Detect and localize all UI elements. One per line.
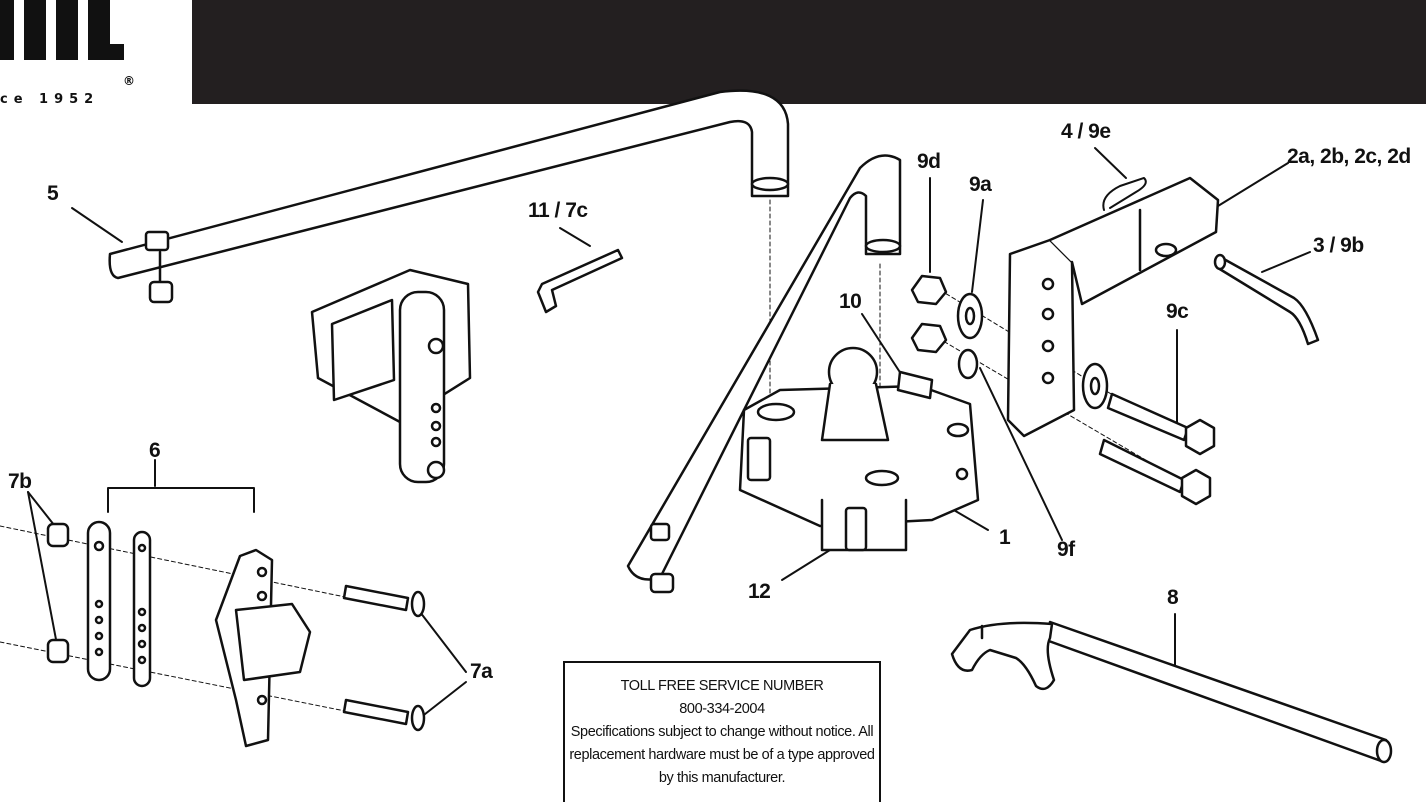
spring-bar-left: [108, 89, 790, 304]
spring-clip: [1102, 177, 1147, 211]
notice-line-2: replacement hardware must be of a type a…: [569, 747, 875, 763]
notice-phone: 800-334-2004: [679, 701, 765, 717]
spacer-plates: [86, 520, 152, 688]
lift-bar: [950, 620, 1393, 764]
callout-1: 1: [999, 526, 1011, 549]
notice-line-1: Specifications subject to change without…: [570, 724, 874, 740]
notice-line-3: by this manufacturer.: [658, 770, 786, 786]
callout-2a-2d: 2a, 2b, 2c, 2d: [1287, 145, 1411, 168]
callout-11-7c: 11 / 7c: [528, 199, 588, 222]
callout-3-9b: 3 / 9b: [1313, 234, 1364, 257]
registered-mark: ®: [123, 74, 135, 88]
callout-9f: 9f: [1057, 538, 1075, 561]
washers: [956, 292, 1109, 410]
hex-wrench: [536, 248, 624, 314]
hex-nuts: [910, 274, 948, 354]
hitch-pin: [1213, 253, 1320, 346]
assembled-head-view: [310, 268, 472, 484]
callout-6: 6: [149, 439, 161, 462]
header-banner: [192, 0, 1426, 104]
callout-9a: 9a: [969, 173, 992, 196]
bracket-bolts: [342, 584, 426, 732]
callout-5: 5: [47, 182, 59, 205]
shank-bolts: [1098, 392, 1216, 506]
service-notice-box: TOLL FREE SERVICE NUMBER 800-334-2004 Sp…: [563, 661, 881, 802]
notice-title: TOLL FREE SERVICE NUMBER: [620, 678, 824, 694]
brand-tagline: ce 1952: [0, 92, 100, 107]
adjustable-shank: [1006, 176, 1220, 438]
callout-7a: 7a: [470, 660, 493, 683]
callout-10: 10: [839, 290, 862, 313]
brand-logo: [0, 0, 124, 60]
callout-4-9e: 4 / 9e: [1061, 120, 1111, 143]
spring-bar-right: [626, 154, 902, 594]
callout-9d: 9d: [917, 150, 941, 173]
snap-up-bracket: [746, 436, 868, 552]
callout-9c: 9c: [1166, 300, 1189, 323]
callout-8: 8: [1167, 586, 1179, 609]
callout-12: 12: [748, 580, 771, 603]
lock-nuts: [46, 522, 70, 664]
callout-7b: 7b: [8, 470, 32, 493]
spring-bar-bracket: [214, 548, 312, 748]
